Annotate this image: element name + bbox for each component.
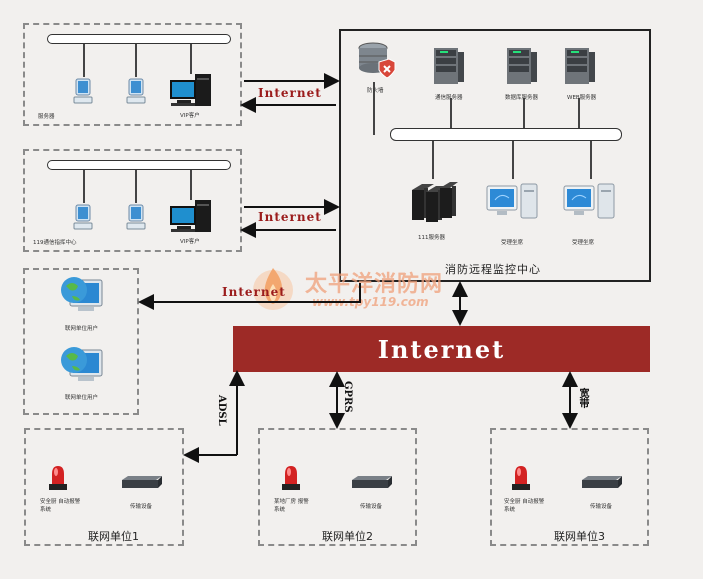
internet-arrow-label: Internet: [258, 86, 322, 100]
server-icon: [565, 48, 595, 84]
bus-drop: [190, 170, 192, 200]
alarm-light-icon: [49, 466, 67, 490]
transmission-device-icon: [122, 476, 162, 488]
group-box-1: [23, 23, 242, 126]
device-label: 服务器: [38, 114, 55, 120]
device-label: 受理坐席: [572, 240, 595, 246]
desktop-computer-icon: [170, 74, 211, 106]
watermark-name: 太平洋消防网: [305, 272, 444, 297]
device-label: 受理坐席: [501, 240, 524, 246]
adsl-label: ADSL: [216, 395, 227, 426]
computer-icon: [73, 78, 93, 104]
bus-drop: [373, 82, 375, 135]
computer-icon: [73, 204, 93, 230]
monitor-center-title: 消防远程监控中心: [445, 263, 541, 276]
transmission-device-icon: [582, 476, 622, 488]
network-bus-1: [47, 34, 231, 44]
bus-drop: [432, 141, 434, 179]
device-label: 传输设备: [360, 504, 383, 510]
server-icon: [507, 48, 537, 84]
device-label: 防火墙: [367, 88, 384, 94]
network-bus-center: [390, 128, 622, 141]
watermark-url: www.tpy119.com: [312, 295, 429, 309]
bus-drop: [135, 170, 137, 203]
computer-icon: [126, 204, 146, 230]
device-label: VIP客户: [180, 113, 200, 119]
server-cluster-icon: [412, 182, 458, 222]
device-label: VIP客户: [180, 239, 200, 245]
device-label: 111服务器: [418, 235, 445, 241]
computer-icon: [126, 78, 146, 104]
workstation-icon: [563, 183, 615, 219]
globe-computer-icon: [61, 277, 103, 311]
server-icon: [434, 48, 464, 84]
bus-drop: [83, 170, 85, 203]
unit-box-2: [258, 428, 417, 546]
group-box-2: [23, 149, 242, 252]
arrow-to-group3: [138, 283, 361, 310]
alarm-light-icon: [512, 466, 530, 490]
internet-banner: Internet: [233, 326, 650, 372]
device-label: 传输设备: [590, 504, 613, 510]
unit-title: 联网单位2: [322, 530, 373, 543]
internet-arrow-label: Internet: [222, 285, 286, 299]
bus-drop: [523, 98, 525, 128]
workstation-icon: [486, 183, 538, 219]
network-bus-2: [47, 160, 231, 170]
bus-drop: [578, 98, 580, 128]
globe-computer-icon: [61, 347, 103, 381]
alarm-label: 某地厂房 报警系统: [274, 499, 309, 513]
device-label: 联网单位用户: [65, 326, 99, 332]
alarm-label: 安全厨 自动报警系统: [504, 499, 545, 513]
unit-title: 联网单位1: [88, 530, 139, 543]
bus-drop: [512, 141, 514, 179]
device-label: 119通信指挥中心: [33, 240, 77, 246]
alarm-light-icon: [282, 466, 300, 490]
bus-drop: [83, 44, 85, 77]
group-box-3: [23, 268, 139, 415]
bus-drop: [135, 44, 137, 77]
device-label: WEB服务器: [567, 95, 597, 101]
bus-drop: [590, 141, 592, 179]
gprs-label: GPRS: [342, 381, 353, 413]
unit-box-3: [490, 428, 649, 546]
internet-banner-label: Internet: [377, 334, 506, 364]
bus-drop: [190, 44, 192, 74]
transmission-device-icon: [352, 476, 392, 488]
internet-arrow-label: Internet: [258, 210, 322, 224]
device-label: 传输设备: [130, 504, 153, 510]
desktop-computer-icon: [170, 200, 211, 232]
bus-drop: [450, 98, 452, 128]
watermark-flame-icon: [253, 268, 293, 310]
unit-title: 联网单位3: [554, 530, 605, 543]
device-label: 数据库服务器: [505, 95, 539, 101]
firewall-icon: [358, 42, 396, 79]
alarm-label: 安全厨 自动报警系统: [40, 499, 81, 513]
device-label: 联网单位用户: [65, 395, 99, 401]
unit-box-1: [24, 428, 184, 546]
broadband-label: 宽带: [577, 388, 588, 408]
device-label: 通信服务器: [435, 95, 463, 101]
